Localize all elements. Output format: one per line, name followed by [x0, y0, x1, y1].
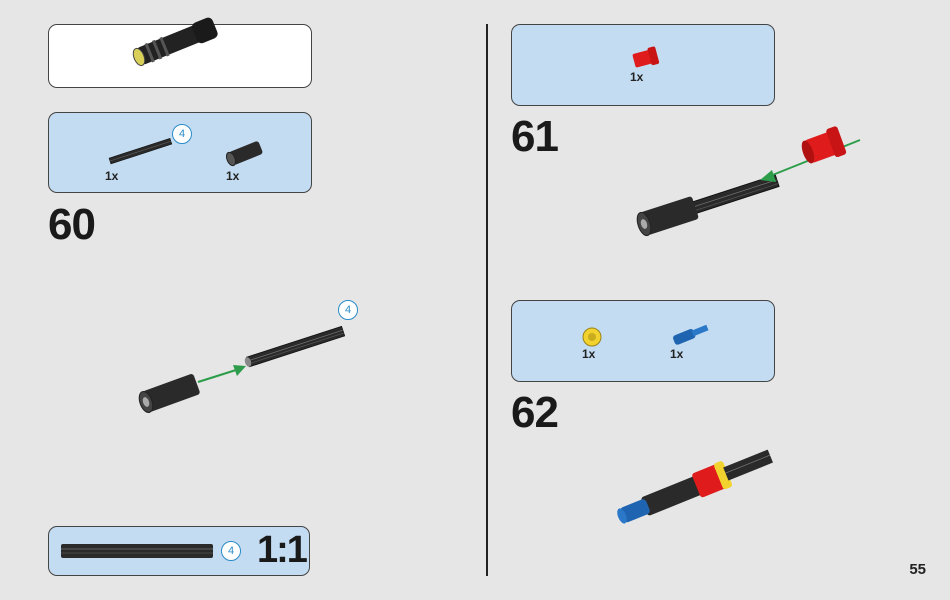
step62-parts-box: 1x 1x — [511, 300, 775, 382]
step60-assembly-badge: 4 — [338, 300, 358, 320]
page-number: 55 — [909, 561, 926, 578]
step61-parts-box: 1x — [511, 24, 775, 106]
assembly-arrow-icon — [198, 365, 246, 382]
axle-assembly-part — [635, 169, 781, 237]
lightsaber-hilt-icon — [49, 25, 313, 89]
scale-label: 1:1 — [257, 529, 306, 572]
scale-box: 4 1:1 — [48, 526, 310, 576]
blue-pin-qty: 1x — [670, 347, 683, 361]
page-divider — [486, 24, 488, 576]
scale-badge: 4 — [221, 541, 241, 561]
bush-part — [137, 373, 201, 414]
bush-qty: 1x — [226, 169, 239, 183]
axle-qty: 1x — [105, 169, 118, 183]
red-connector-qty: 1x — [630, 70, 643, 84]
subassembly-box — [48, 24, 312, 88]
axle-length-badge: 4 — [172, 124, 192, 144]
axle-part — [244, 326, 345, 367]
step62-hilt-part — [613, 443, 776, 530]
step62-number: 62 — [511, 388, 558, 438]
axle-scale-icon — [61, 540, 221, 564]
step60-parts-box: 4 1x 1x — [48, 112, 312, 193]
yellow-bush-qty: 1x — [582, 347, 595, 361]
step61-assembly — [620, 120, 880, 250]
step62-assembly — [610, 440, 810, 540]
step61-number: 61 — [511, 112, 558, 162]
step60-number: 60 — [48, 200, 95, 250]
